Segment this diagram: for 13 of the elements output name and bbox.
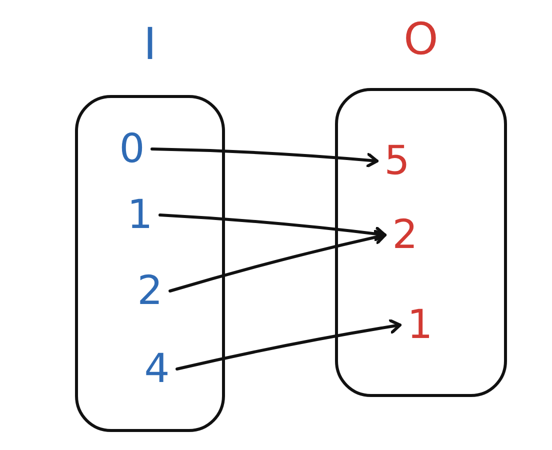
set-element: 2 xyxy=(385,210,425,260)
mapping-arrow xyxy=(150,148,378,168)
set-element: 0 xyxy=(112,124,152,174)
set-element: 2 xyxy=(130,266,170,316)
set-heading: I xyxy=(142,20,158,70)
set-element: 1 xyxy=(400,300,440,350)
set-heading: O xyxy=(402,15,440,65)
set-element: 5 xyxy=(377,136,417,186)
set-element: 4 xyxy=(137,344,177,394)
set-element: 1 xyxy=(120,190,160,240)
mapping-arrow xyxy=(158,214,386,242)
mapping-arrow xyxy=(168,230,386,292)
mapping-arrow xyxy=(176,319,402,370)
